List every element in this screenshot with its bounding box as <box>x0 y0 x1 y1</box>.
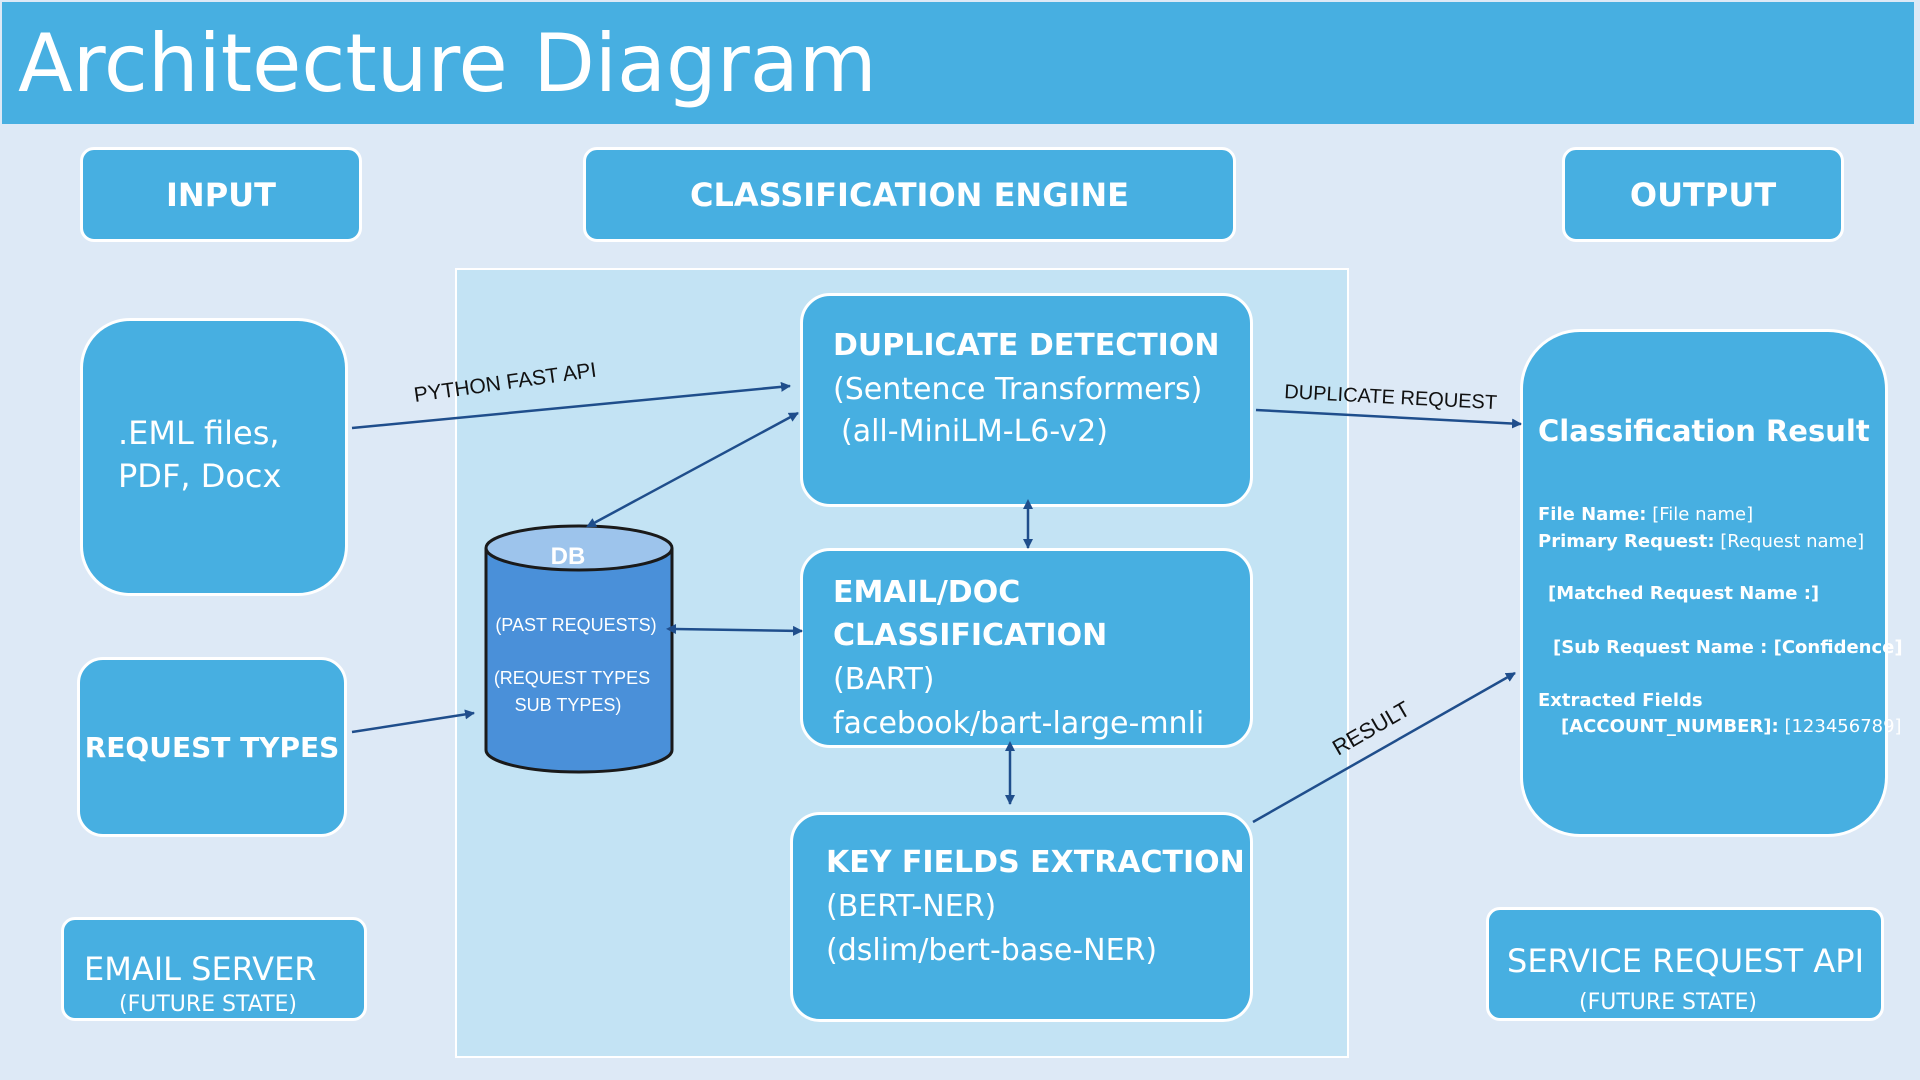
email-server-box: EMAIL SERVER (FUTURE STATE) <box>61 917 367 1021</box>
key-fields-line2: (dslim/bert-base-NER) <box>826 933 1158 968</box>
key-fields-line1: (BERT-NER) <box>826 889 997 924</box>
duplicate-detection-line1: (Sentence Transformers) <box>833 372 1203 407</box>
result-title: Classification Result <box>1538 414 1870 448</box>
service-api-note: (FUTURE STATE) <box>1579 990 1758 1015</box>
input-files-box: .EML files, PDF, Docx <box>80 318 348 596</box>
result-file-name: File Name: [File name] <box>1538 502 1753 528</box>
classification-title2: CLASSIFICATION <box>833 618 1108 653</box>
file-name-label: File Name: <box>1538 504 1647 525</box>
page-title: Architecture Diagram <box>18 17 877 110</box>
classification-line2: facebook/bart-large-mnli <box>833 706 1205 741</box>
classification-title1: EMAIL/DOC <box>833 575 1021 610</box>
email-server-note: (FUTURE STATE) <box>119 992 298 1017</box>
engine-column-header: CLASSIFICATION ENGINE <box>583 147 1236 242</box>
request-types-label: REQUEST TYPES <box>84 730 340 764</box>
result-account-number: [ACCOUNT_NUMBER]: [123456789] <box>1561 714 1902 740</box>
email-server-label: EMAIL SERVER <box>84 950 317 988</box>
file-name-value: [File name] <box>1646 504 1754 525</box>
result-extracted-fields: Extracted Fields <box>1538 690 1703 711</box>
account-number-value: [123456789] <box>1778 716 1902 737</box>
input-column-header: INPUT <box>80 147 362 242</box>
duplicate-detection-title: DUPLICATE DETECTION <box>833 328 1220 363</box>
result-primary-request: Primary Request: [Request name] <box>1538 529 1864 555</box>
service-request-api-box: SERVICE REQUEST API (FUTURE STATE) <box>1486 907 1884 1021</box>
duplicate-detection-line2: (all-MiniLM-L6-v2) <box>841 414 1108 449</box>
engine-label: CLASSIFICATION ENGINE <box>689 175 1130 214</box>
email-doc-classification-box: EMAIL/DOC CLASSIFICATION (BART) facebook… <box>800 548 1253 748</box>
input-label: INPUT <box>166 175 276 214</box>
input-files-line1: .EML files, <box>118 414 280 452</box>
output-label: OUTPUT <box>1629 175 1777 214</box>
primary-request-value: [Request name] <box>1714 531 1865 552</box>
key-fields-title: KEY FIELDS EXTRACTION <box>826 845 1245 880</box>
input-files-line2: PDF, Docx <box>118 457 282 495</box>
primary-request-label: Primary Request: <box>1538 531 1715 552</box>
key-fields-extraction-box: KEY FIELDS EXTRACTION (BERT-NER) (dslim/… <box>790 812 1253 1022</box>
request-types-box: REQUEST TYPES <box>77 657 347 837</box>
classification-line1: (BART) <box>833 662 935 697</box>
result-sub-request: [Sub Request Name : [Confidence] <box>1553 637 1903 658</box>
classification-result-box: Classification Result File Name: [File n… <box>1520 329 1903 837</box>
duplicate-detection-box: DUPLICATE DETECTION (Sentence Transforme… <box>800 293 1253 507</box>
output-column-header: OUTPUT <box>1562 147 1844 242</box>
header-bar: Architecture Diagram <box>2 2 1914 124</box>
account-number-label: [ACCOUNT_NUMBER]: <box>1561 716 1779 737</box>
result-matched-request: [Matched Request Name :] <box>1548 583 1820 604</box>
service-api-label: SERVICE REQUEST API <box>1507 942 1865 980</box>
